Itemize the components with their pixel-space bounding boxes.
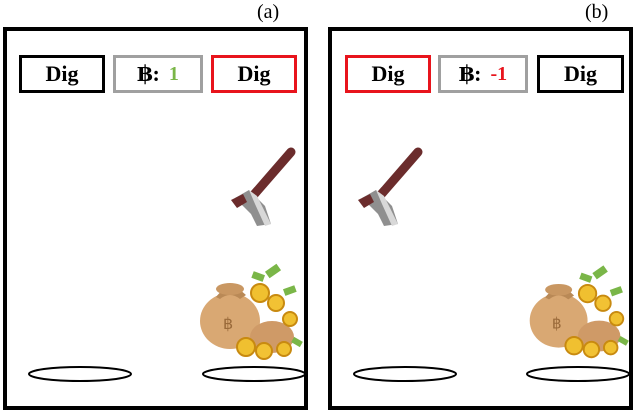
dig-left-button[interactable]: Dig <box>19 55 105 93</box>
panel-a-label: (a) <box>257 1 280 23</box>
right-hole-icon <box>526 366 630 382</box>
svg-text:฿: ฿ <box>552 314 562 332</box>
score-display: ฿: 1 <box>113 55 203 93</box>
left-hole-icon <box>28 366 132 382</box>
svg-text:฿: ฿ <box>223 314 233 333</box>
money-bag-treasure-icon: ฿ <box>200 263 303 360</box>
bitcoin-symbol: ฿: <box>458 61 482 86</box>
game-panel-a: Dig ฿: 1 Dig ฿ <box>3 27 308 410</box>
dig-right-button[interactable]: Dig <box>537 55 624 93</box>
panel-b-label: (b) <box>585 1 609 23</box>
left-hole-icon <box>353 366 457 382</box>
right-hole-icon <box>202 366 306 382</box>
bitcoin-symbol: ฿: <box>137 61 160 86</box>
score-display: ฿: -1 <box>438 55 528 93</box>
pickaxe-icon <box>358 147 423 226</box>
dig-right-button[interactable]: Dig <box>211 55 297 93</box>
dig-left-button[interactable]: Dig <box>345 55 431 93</box>
pickaxe-icon <box>231 147 296 226</box>
money-bag-treasure-icon: ฿ <box>529 265 629 359</box>
game-panel-b: Dig ฿: -1 Dig ฿ <box>328 27 633 410</box>
score-value: 1 <box>168 62 179 85</box>
score-value: -1 <box>490 62 508 85</box>
